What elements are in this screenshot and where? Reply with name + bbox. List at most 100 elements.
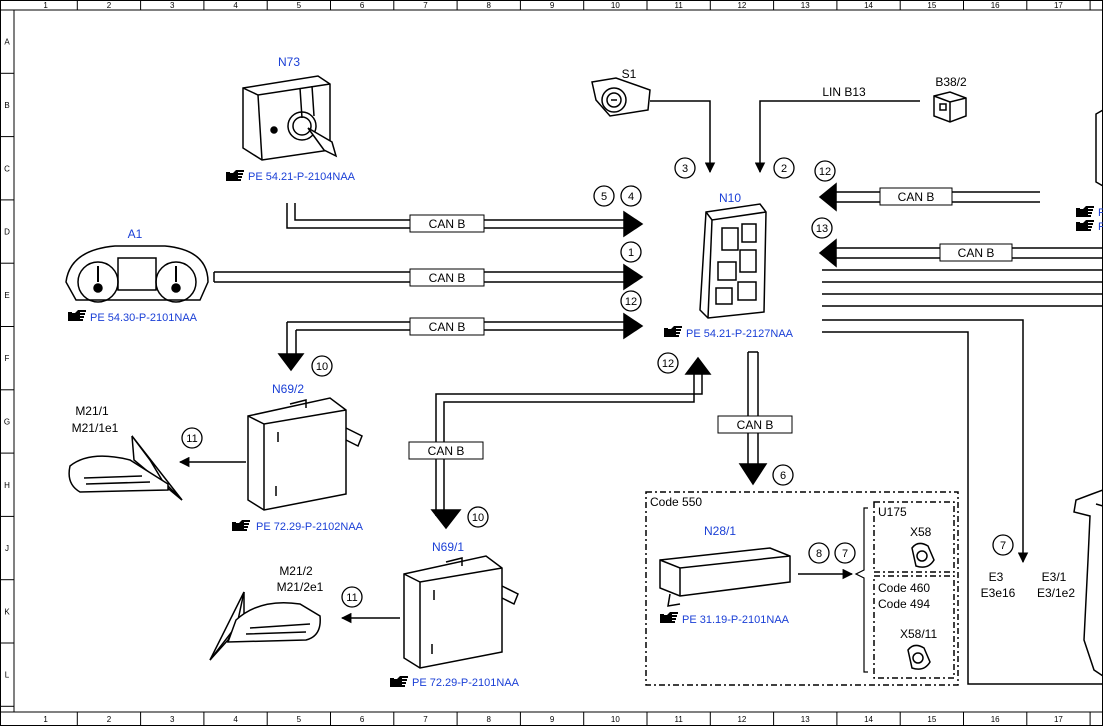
svg-text:6: 6: [780, 470, 786, 482]
svg-text:11: 11: [186, 433, 197, 445]
marker-3: 3: [674, 157, 696, 179]
column-label: 9: [550, 1, 555, 10]
svg-text:3: 3: [682, 163, 688, 175]
column-label: 2: [107, 1, 112, 10]
marker-13: 13: [811, 217, 833, 239]
svg-text:10: 10: [472, 512, 484, 524]
x58-label: X58: [910, 525, 932, 539]
column-label: 7: [423, 1, 428, 10]
n73-label: N73: [278, 55, 300, 69]
column-label: 17: [1054, 1, 1063, 10]
lin-b13-label: LIN B13: [822, 85, 866, 99]
svg-text:13: 13: [816, 223, 828, 235]
n10-label: N10: [719, 191, 741, 205]
code-550-box: Code 550 U175 X58 Code 460 Code 494 X58/…: [645, 491, 959, 686]
a1-instrument-cluster: A1 PE 54.30-P-2101NAA: [65, 227, 209, 324]
can-b-n28-1-line: [738, 351, 768, 486]
svg-text:12: 12: [662, 358, 674, 370]
marker-4: 4: [620, 185, 642, 207]
svg-text:1: 1: [628, 247, 634, 259]
column-label: 3: [170, 1, 175, 10]
column-label: 12: [737, 715, 746, 724]
m21-1-label-line1: M21/1: [75, 404, 109, 418]
code-550-label: Code 550: [650, 495, 702, 509]
column-ticks: [76, 0, 1091, 726]
column-label: 12: [737, 1, 746, 10]
n73-ignition-lock: N73 PE 54.21-P-2104NAA: [226, 55, 356, 183]
column-label: 16: [991, 1, 1000, 10]
column-label: 3: [170, 715, 175, 724]
e3-1-label: E3/1: [1042, 570, 1067, 584]
lin-b13-line: [754, 100, 920, 174]
marker-10: 10: [311, 355, 333, 377]
column-label: 1: [43, 1, 48, 10]
can-b-label-4: CAN B: [428, 444, 465, 458]
can-b-label-3: CAN B: [429, 320, 466, 334]
can-b-label-7: CAN B: [958, 246, 995, 260]
can-b-label-1: CAN B: [429, 217, 466, 231]
e3e16-label: E3e16: [981, 586, 1016, 600]
m21-2-label-line2: M21/2e1: [277, 580, 324, 594]
marker-2: 2: [773, 157, 795, 179]
can-b-label-2: CAN B: [429, 271, 466, 285]
row-label: G: [4, 417, 10, 426]
column-label: 7: [423, 715, 428, 724]
svg-text:11: 11: [346, 592, 357, 604]
n69-1-ref: PE 72.29-P-2101NAA: [412, 677, 520, 689]
n10-output-lines: [822, 269, 1103, 685]
svg-text:8: 8: [816, 548, 822, 560]
column-label: 11: [674, 1, 683, 10]
marker-11: 11: [181, 427, 203, 449]
m21-2-mirror: M21/2 M21/2e1: [209, 564, 324, 661]
marker-1: 1: [620, 241, 642, 263]
n73-ref: PE 54.21-P-2104NAA: [248, 171, 356, 183]
column-label: 6: [360, 715, 365, 724]
can-b-label-5: CAN B: [737, 418, 774, 432]
row-label: A: [4, 38, 10, 47]
column-label: 16: [991, 715, 1000, 724]
m21-1-mirror: M21/1 M21/1e1: [68, 404, 183, 501]
marker-7: 7: [834, 542, 856, 564]
column-label: 2: [107, 715, 112, 724]
x58-connector-icon: [911, 542, 935, 568]
column-label: 4: [233, 715, 238, 724]
marker-10: 10: [467, 506, 489, 528]
n69-2-label: N69/2: [272, 382, 304, 396]
column-label: 6: [360, 1, 365, 10]
svg-text:12: 12: [819, 166, 831, 178]
svg-text:12: 12: [625, 296, 637, 308]
column-label: 1: [43, 715, 48, 724]
row-label: K: [4, 607, 10, 616]
b38-2-label: B38/2: [935, 75, 967, 89]
x58-11-connector-icon: [907, 644, 931, 670]
column-label: 5: [297, 1, 302, 10]
column-label: 11: [674, 715, 683, 724]
svg-text:5: 5: [601, 191, 607, 203]
row-label: D: [4, 228, 10, 237]
column-label: 5: [297, 715, 302, 724]
n10-module: N10 PE 54.21-P-2127NAA: [664, 191, 794, 340]
s1-label: S1: [622, 67, 637, 81]
row-label: F: [5, 354, 10, 363]
row-label: L: [5, 671, 10, 680]
u175-label: U175: [878, 505, 907, 519]
column-label: 4: [233, 1, 238, 10]
column-label: 17: [1054, 715, 1063, 724]
n28-1-label: N28/1: [704, 524, 736, 538]
column-label: 14: [864, 715, 873, 724]
n10-ref: PE 54.21-P-2127NAA: [686, 328, 794, 340]
marker-12: 12: [814, 160, 836, 182]
svg-text:4: 4: [628, 191, 634, 203]
marker-11: 11: [341, 586, 363, 608]
column-label: 13: [801, 1, 810, 10]
n28-1-ref: PE 31.19-P-2101NAA: [682, 614, 790, 626]
e3-1e2-label: E3/1e2: [1037, 586, 1075, 600]
marker-12: 12: [620, 290, 642, 312]
marker-8: 8: [808, 542, 830, 564]
marker-12: 12: [657, 352, 679, 374]
column-label: 10: [611, 715, 620, 724]
column-label: 8: [487, 1, 492, 10]
